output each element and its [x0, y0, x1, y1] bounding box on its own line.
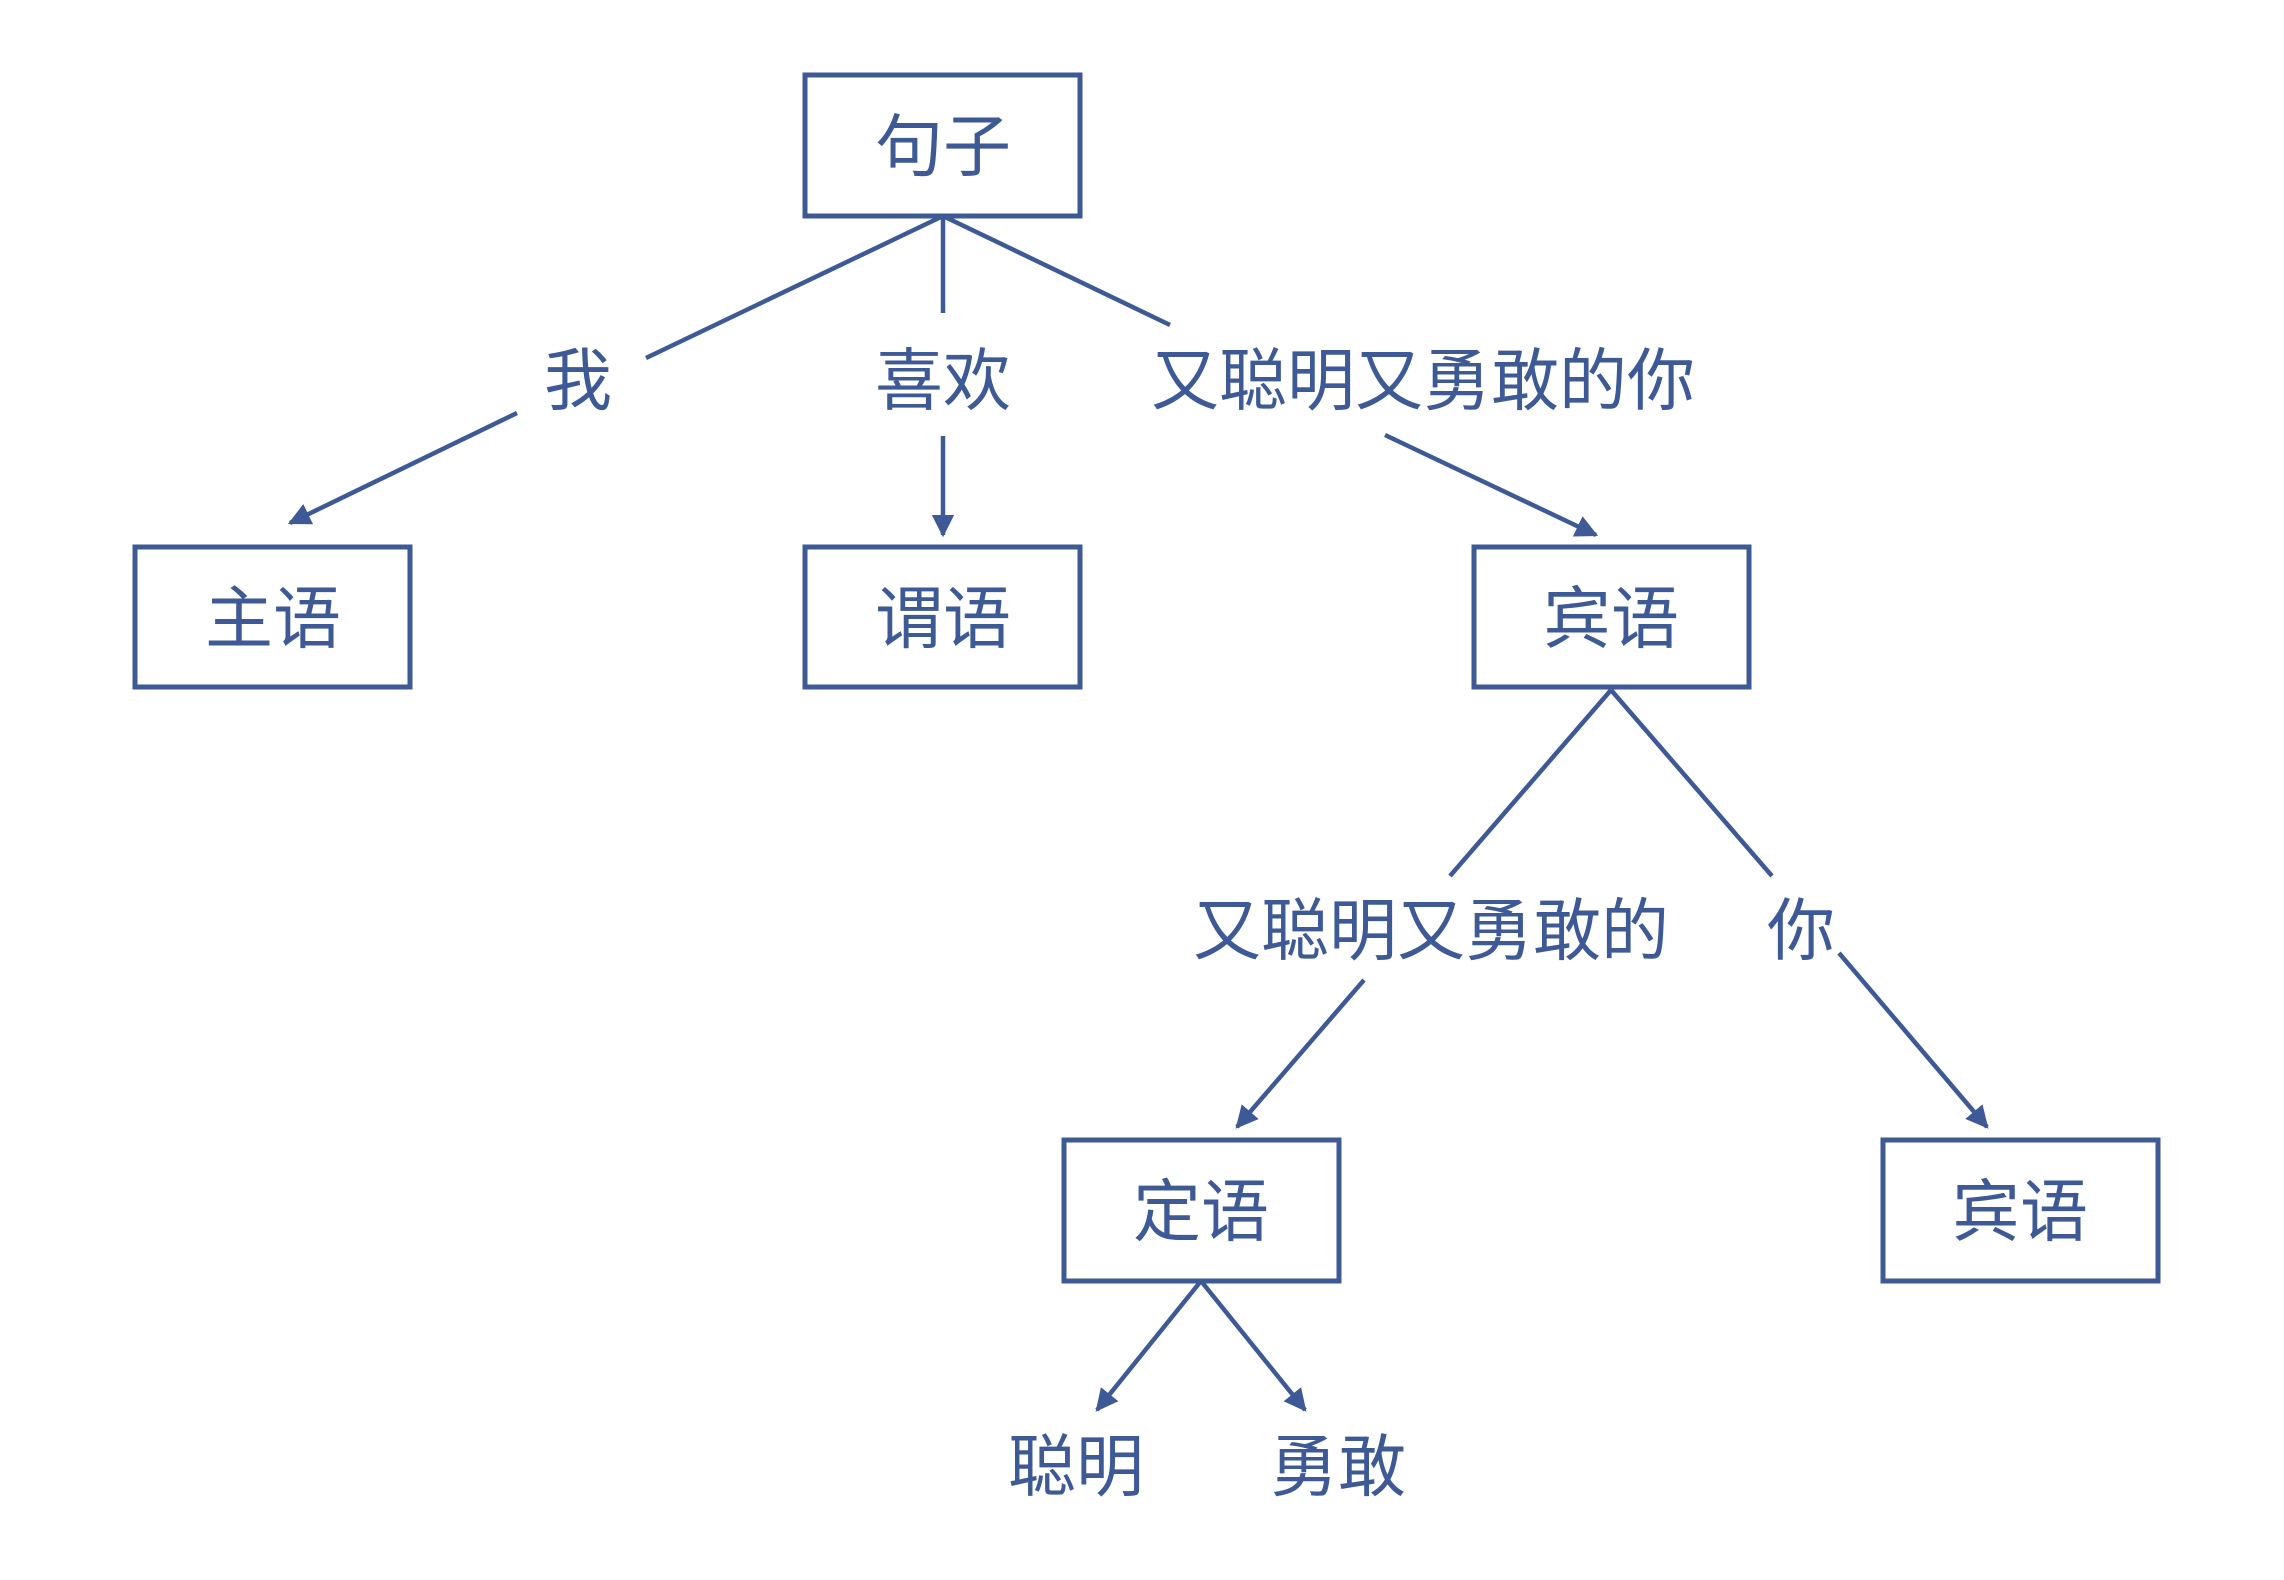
node-sentence: 句子	[802, 72, 1083, 219]
node-object: 宾语	[1471, 544, 1752, 690]
edge-label-wo-to-subject	[287, 410, 518, 526]
node-object-label: 宾语	[1543, 581, 1679, 660]
edge-label-ni: 你	[1767, 893, 1835, 972]
node-predicate: 谓语	[802, 544, 1083, 690]
edge-attributive-to-yonggan	[1199, 1279, 1307, 1412]
node-subject-label: 主语	[205, 581, 341, 660]
edge-label-ni-to-object-inner	[1837, 951, 1989, 1129]
node-attributive: 定语	[1061, 1137, 1342, 1284]
edge-object-to-label-attributive-phrase	[1448, 688, 1613, 878]
node-predicate-label: 谓语	[875, 581, 1011, 660]
leaf-yonggan: 勇敢	[1270, 1429, 1406, 1508]
node-object-inner: 宾语	[1880, 1137, 2161, 1284]
leaf-congming: 聪明	[1008, 1429, 1144, 1508]
edge-label-xihuan: 喜欢	[875, 343, 1011, 422]
edge-attributive-to-congming	[1095, 1279, 1203, 1412]
node-attributive-label: 定语	[1133, 1174, 1269, 1253]
edge-label-object-phrase: 又聪明又勇敢的你	[1151, 343, 1695, 422]
edge-sentence-to-label-wo	[645, 213, 944, 361]
edge-label-attributive-phrase: 又聪明又勇敢的	[1193, 893, 1669, 972]
edge-object-to-label-ni	[1609, 688, 1774, 878]
node-sentence-label: 句子	[875, 109, 1011, 188]
edge-sentence-to-label-object-phrase	[942, 213, 1171, 328]
edge-label-object-phrase-to-object	[1384, 432, 1599, 538]
edge-label-attributive-phrase-to-attributive	[1235, 978, 1366, 1129]
node-object-inner-label: 宾语	[1952, 1174, 2088, 1253]
edge-label-wo: 我	[544, 343, 612, 422]
node-subject: 主语	[132, 544, 413, 690]
